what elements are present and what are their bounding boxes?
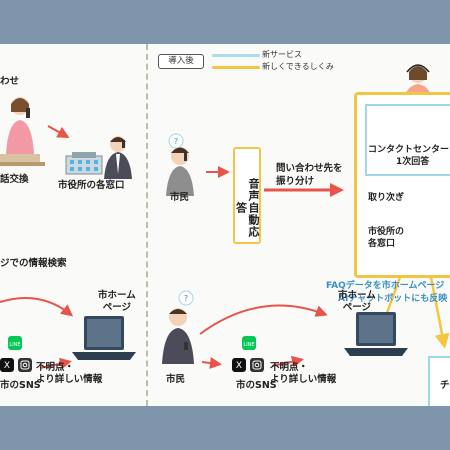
chat-label: チ [440, 380, 450, 391]
faq-note-1: FAQデータを市ホームページ [326, 281, 445, 291]
building-icon-left [65, 152, 103, 175]
voice-auto-response-box: 音声自動応答 [233, 147, 261, 244]
laptop-icon-right [344, 312, 408, 356]
svg-text:X: X [236, 361, 242, 371]
office-label-right: 市役所の 各窓口 [368, 227, 405, 249]
left-search-heading: ジでの情報検索 [0, 258, 67, 269]
legend-new-service-line [212, 54, 260, 57]
laptop-icon-left [72, 316, 136, 360]
operator-person-left [0, 97, 45, 166]
citizen-label-2: 市民 [166, 374, 186, 385]
svg-text:LINE: LINE [243, 342, 254, 348]
staff-person-left [104, 136, 132, 179]
left-office-label: 市役所の各窓口 [58, 180, 125, 191]
right-homepage-label: 市ホーム ページ [338, 290, 376, 313]
x-app-icon: X [0, 358, 14, 372]
phone-icon [26, 108, 30, 118]
instagram-icon [18, 358, 32, 372]
right-unclear-label: 不明点・ より詳しい情報 [270, 362, 337, 385]
diagram-card: LINE X ? [0, 44, 450, 406]
contact-center-box [365, 104, 450, 176]
after-introduction-tag: 導入後 [158, 54, 204, 69]
line-app-icon: LINE [8, 336, 22, 350]
legend-new-mechanism-line [212, 66, 260, 69]
line-app-icon-right: LINE [242, 336, 256, 350]
citizen-person-icon-1: ? [166, 133, 194, 196]
left-unclear-label: 不明点・ より詳しい情報 [36, 362, 103, 385]
section-divider [146, 44, 148, 406]
citizen-person-icon-2: ? [162, 290, 194, 364]
route-label: 問い合わせ先を 振り分け [276, 163, 343, 187]
citizen-label-1: 市民 [170, 192, 190, 203]
left-homepage-label: 市ホーム ページ [98, 290, 136, 313]
left-top-heading: わせ [0, 76, 20, 87]
svg-text:X: X [4, 361, 10, 371]
right-sns-label: 市のSNS [236, 380, 277, 391]
legend-new-mechanism: 新しくできるしくみ [262, 62, 334, 71]
svg-text:?: ? [174, 137, 178, 146]
svg-text:LINE: LINE [9, 342, 20, 348]
left-sns-label: 市のSNS [0, 380, 41, 391]
chatbot-box [428, 356, 450, 406]
first-answer-label: 1次回答 [396, 157, 430, 167]
voice-auto-response-label: 音声自動応答 [234, 177, 261, 238]
x-app-icon-right: X [232, 358, 246, 372]
handover-label: 取り次ぎ [368, 193, 405, 203]
svg-text:?: ? [184, 294, 188, 303]
faq-note-2: AIチャットボットにも反映 [338, 294, 448, 304]
contact-center-label: コンタクトセンター [368, 145, 450, 155]
instagram-icon-right [250, 358, 264, 372]
left-phone-label: 話交換 [0, 174, 29, 185]
arrow-left-1 [47, 125, 70, 138]
legend-new-service: 新サービス [262, 50, 302, 59]
